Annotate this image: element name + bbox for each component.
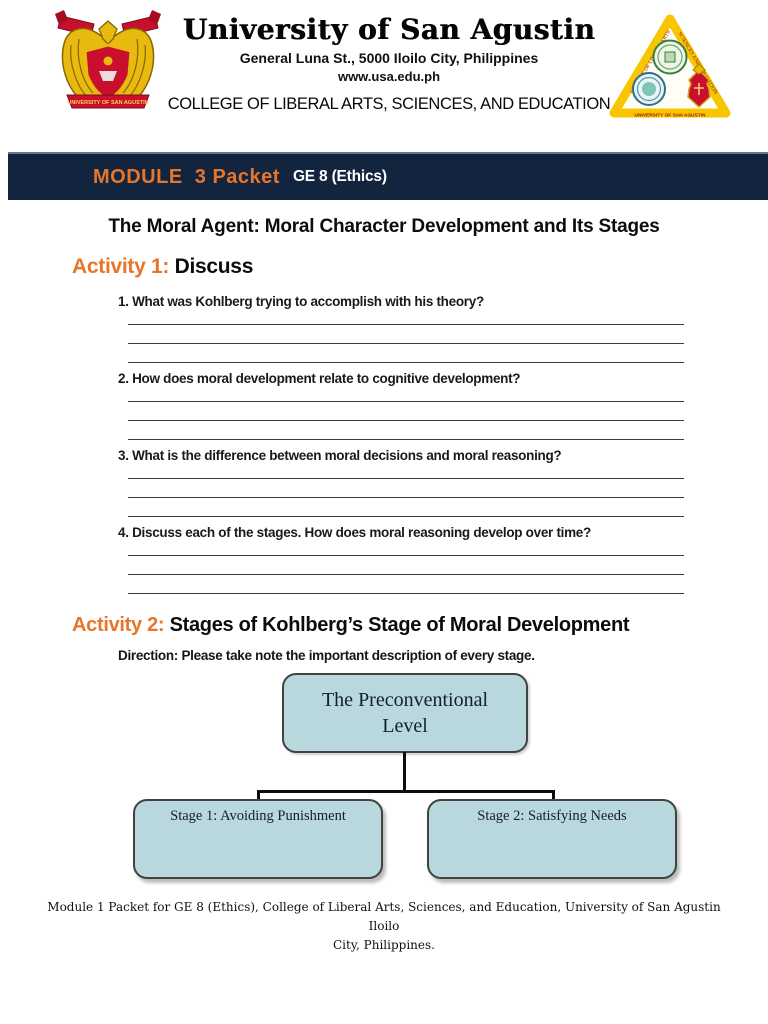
diagram-stage1-box: Stage 1: Avoiding Punishment <box>133 799 383 879</box>
university-name: University of San Agustin <box>182 13 596 46</box>
question-item: 4. Discuss each of the stages. How does … <box>118 525 684 594</box>
activity2-title: Stages of Kohlberg’s Stage of Moral Deve… <box>169 614 630 636</box>
answer-line <box>128 541 684 556</box>
activity2-heading: Activity 2: Stages of Kohlberg’s Stage o… <box>72 614 630 637</box>
answer-line <box>128 325 684 344</box>
answer-lines <box>128 541 684 594</box>
diagram-stage1-label: Stage 1: Avoiding Punishment <box>170 808 346 824</box>
diagram-connector-horizontal <box>257 790 555 793</box>
diagram-root-box: The Preconventional Level <box>282 673 528 753</box>
footer-citation: Module 1 Packet for GE 8 (Ethics), Colle… <box>34 898 734 955</box>
question-item: 1. What was Kohlberg trying to accomplis… <box>118 294 684 363</box>
question-item: 2. How does moral development relate to … <box>118 371 684 440</box>
direction-text: Direction: Please take note the importan… <box>118 648 535 663</box>
answer-line <box>128 387 684 402</box>
answer-line <box>128 479 684 498</box>
letterhead: University of San Agustin General Luna S… <box>154 14 624 114</box>
question-item: 3. What is the difference between moral … <box>118 448 684 517</box>
diagram-stage2-box: Stage 2: Satisfying Needs <box>427 799 677 879</box>
university-address: General Luna St., 5000 Iloilo City, Phil… <box>239 50 539 66</box>
question-text: 2. How does moral development relate to … <box>118 371 521 386</box>
module-banner: MODULE 3 Packet GE 8 (Ethics) <box>8 152 768 200</box>
answer-line <box>128 556 684 575</box>
question-list: 1. What was Kohlberg trying to accomplis… <box>118 294 684 602</box>
university-crest-icon: UNIVERSITY OF SAN AGUSTIN <box>49 9 167 119</box>
activity1-heading: Activity 1: Discuss <box>72 255 253 279</box>
crest-banner-text: UNIVERSITY OF SAN AGUSTIN <box>67 100 148 106</box>
college-seal-icon: COLLEGE OF LIBERAL ARTS SCIENCES AND EDU… <box>607 10 733 126</box>
question-text: 3. What is the difference between moral … <box>118 448 562 463</box>
diagram-stage2-label: Stage 2: Satisfying Needs <box>477 808 627 824</box>
activity1-title: Discuss <box>174 255 254 278</box>
course-label: GE 8 (Ethics) <box>292 168 387 185</box>
module-label: MODULE 3 Packet <box>93 165 280 188</box>
answer-lines <box>128 310 684 363</box>
footer-line1: Module 1 Packet for GE 8 (Ethics), Colle… <box>47 900 721 933</box>
question-text: 1. What was Kohlberg trying to accomplis… <box>118 294 484 309</box>
question-text: 4. Discuss each of the stages. How does … <box>118 525 591 540</box>
activity2-label: Activity 2: <box>72 614 165 636</box>
page-title: The Moral Agent: Moral Character Develop… <box>108 216 660 237</box>
diagram-connector-drop-right <box>552 790 555 800</box>
university-website: www.usa.edu.ph <box>337 69 441 84</box>
college-name: COLLEGE OF LIBERAL ARTS, SCIENCES, AND E… <box>167 95 611 113</box>
answer-line <box>128 421 684 440</box>
answer-line <box>128 402 684 421</box>
answer-line <box>128 498 684 517</box>
activity1-label: Activity 1: <box>72 255 170 278</box>
diagram-connector-drop-left <box>257 790 260 800</box>
answer-lines <box>128 387 684 440</box>
footer-line2: City, Philippines. <box>333 938 435 952</box>
answer-line <box>128 575 684 594</box>
answer-lines <box>128 464 684 517</box>
diagram-connector-vertical <box>403 752 406 792</box>
answer-line <box>128 344 684 363</box>
answer-line <box>128 310 684 325</box>
seal-bottom-text: UNIVERSITY OF SAN AGUSTIN <box>635 113 706 119</box>
answer-line <box>128 464 684 479</box>
diagram-root-label: The Preconventional Level <box>321 689 489 737</box>
